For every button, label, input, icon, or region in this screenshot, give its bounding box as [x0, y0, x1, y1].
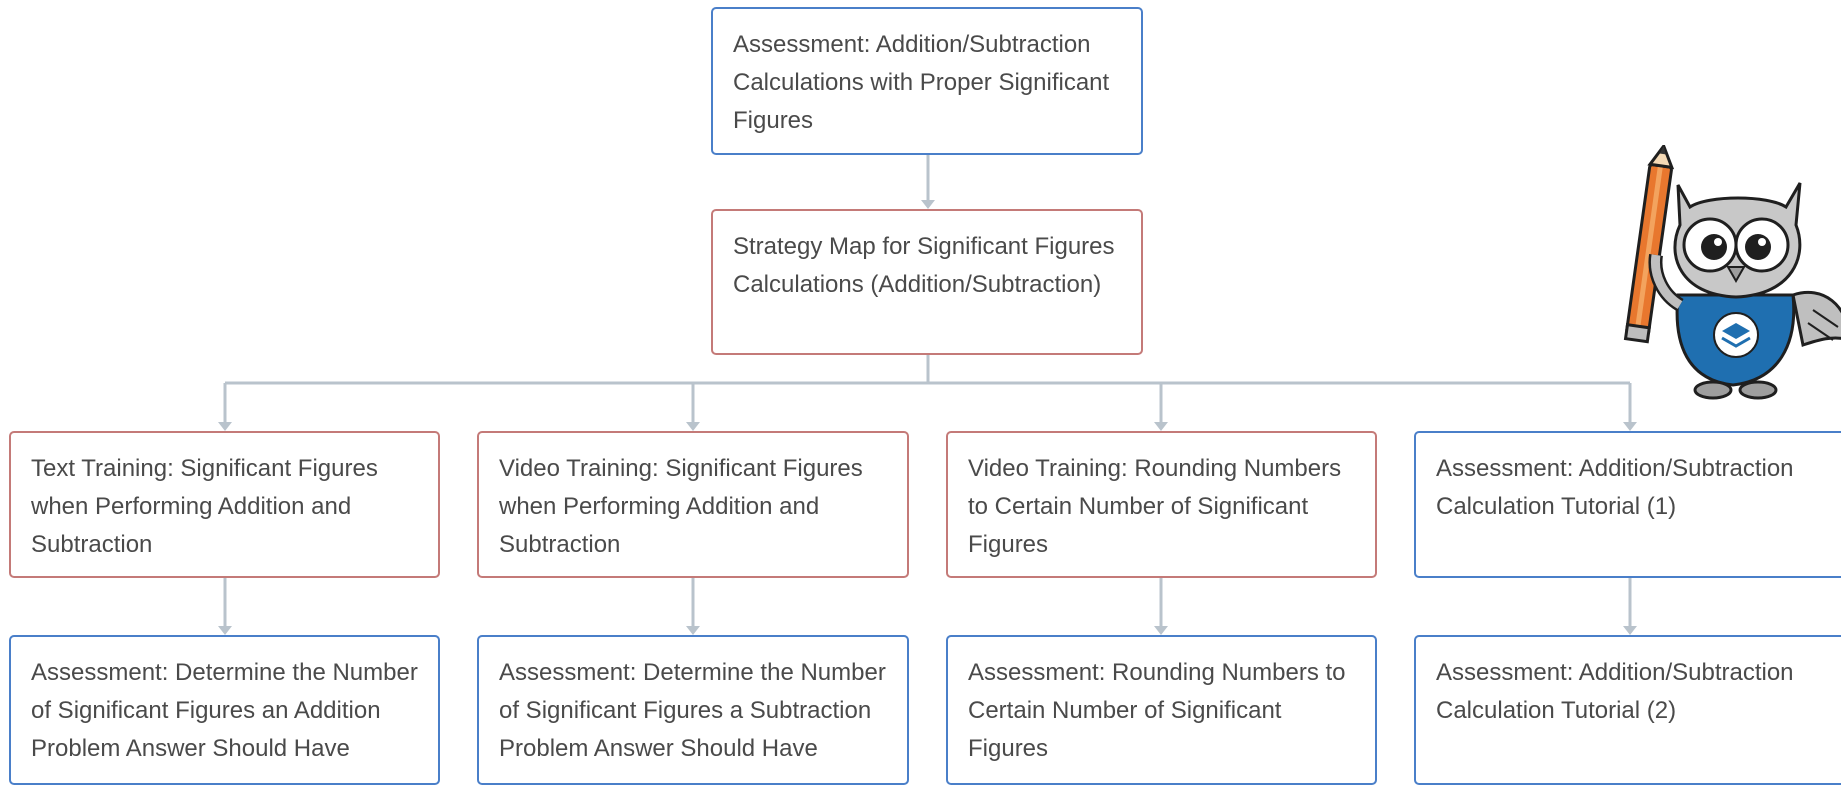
- node-label: Text Training: Significant Figures when …: [31, 455, 378, 558]
- node-root-assessment[interactable]: Assessment: Addition/Subtraction Calcula…: [711, 7, 1143, 155]
- node-text-training-addition-subtraction[interactable]: Text Training: Significant Figures when …: [9, 431, 440, 578]
- node-label: Assessment: Addition/Subtraction Calcula…: [733, 31, 1110, 134]
- node-label: Video Training: Rounding Numbers to Cert…: [968, 455, 1342, 558]
- node-label: Assessment: Determine the Number of Sign…: [31, 659, 418, 762]
- node-label: Assessment: Determine the Number of Sign…: [499, 659, 886, 762]
- node-assessment-addition-sigfigs[interactable]: Assessment: Determine the Number of Sign…: [9, 635, 440, 785]
- node-label: Strategy Map for Significant Figures Cal…: [733, 233, 1115, 298]
- owl-mascot-icon: [1623, 145, 1841, 400]
- arrowhead: [1623, 626, 1637, 635]
- node-assessment-rounding[interactable]: Assessment: Rounding Numbers to Certain …: [946, 635, 1377, 785]
- arrowhead: [1154, 422, 1168, 431]
- arrowhead: [686, 422, 700, 431]
- arrowhead: [1623, 422, 1637, 431]
- node-video-training-rounding[interactable]: Video Training: Rounding Numbers to Cert…: [946, 431, 1377, 578]
- node-label: Assessment: Rounding Numbers to Certain …: [968, 659, 1346, 762]
- arrowhead: [1154, 626, 1168, 635]
- arrowhead: [218, 422, 232, 431]
- node-label: Assessment: Addition/Subtraction Calcula…: [1436, 455, 1794, 520]
- node-strategy-map[interactable]: Strategy Map for Significant Figures Cal…: [711, 209, 1143, 355]
- node-assessment-tutorial-1[interactable]: Assessment: Addition/Subtraction Calcula…: [1414, 431, 1841, 578]
- node-label: Video Training: Significant Figures when…: [499, 455, 863, 558]
- node-assessment-tutorial-2[interactable]: Assessment: Addition/Subtraction Calcula…: [1414, 635, 1841, 785]
- node-assessment-subtraction-sigfigs[interactable]: Assessment: Determine the Number of Sign…: [477, 635, 909, 785]
- arrowhead: [218, 626, 232, 635]
- node-label: Assessment: Addition/Subtraction Calcula…: [1436, 659, 1794, 724]
- node-video-training-addition-subtraction[interactable]: Video Training: Significant Figures when…: [477, 431, 909, 578]
- arrowhead: [921, 200, 935, 209]
- arrowhead: [686, 626, 700, 635]
